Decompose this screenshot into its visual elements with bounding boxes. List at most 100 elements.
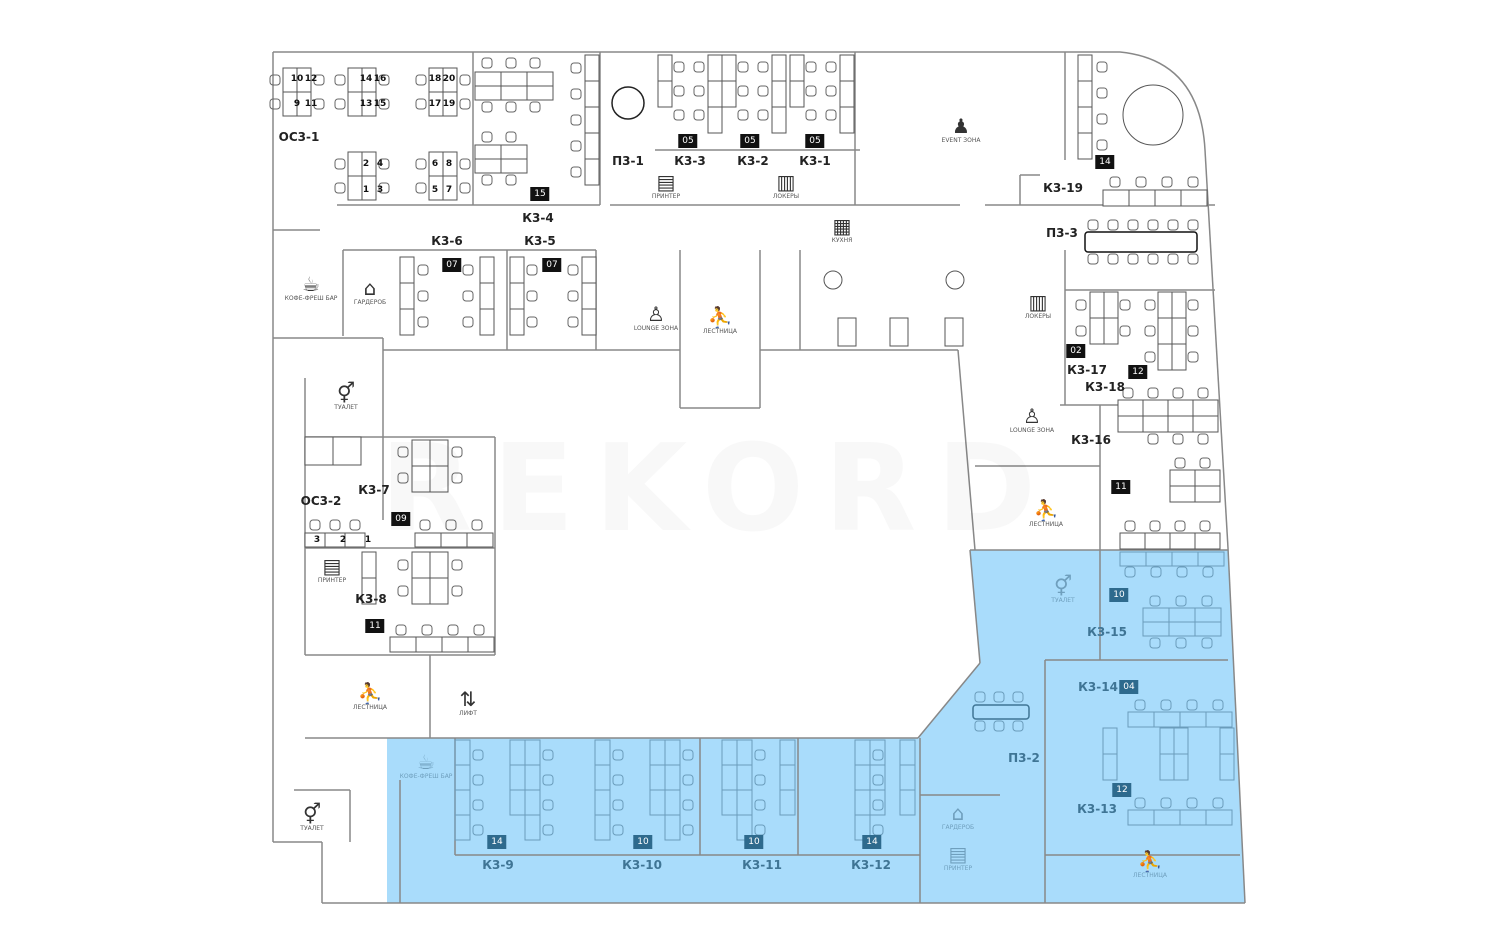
desk: [869, 789, 886, 816]
wall: [1204, 149, 1229, 549]
chair: [682, 824, 694, 836]
chair: [872, 749, 884, 761]
room-label[interactable]: К3-3: [674, 154, 706, 168]
chair: [737, 61, 749, 73]
desk: [584, 54, 600, 82]
seat-number[interactable]: 3: [313, 535, 321, 545]
chair: [754, 749, 766, 761]
seat-number[interactable]: 2: [362, 159, 370, 169]
seat-count-badge: 10: [744, 835, 764, 849]
desk: [479, 282, 495, 310]
seat-number[interactable]: 9: [293, 99, 301, 109]
seat-number[interactable]: 20: [442, 74, 456, 84]
room-label[interactable]: К3-19: [1043, 181, 1083, 195]
toilet-icon: ⚥: [1053, 574, 1073, 598]
chair: [526, 264, 538, 276]
seat-number[interactable]: 2: [339, 535, 347, 545]
chair: [1172, 387, 1184, 399]
chair: [805, 61, 817, 73]
chair: [737, 109, 749, 121]
desk: [1102, 189, 1130, 207]
desk: [1089, 317, 1105, 345]
cafe-table: [823, 270, 843, 290]
room-label[interactable]: П3-3: [1046, 226, 1078, 240]
room-label[interactable]: К3-8: [355, 592, 387, 606]
seat-count-badge: 05: [678, 134, 698, 148]
seat-number[interactable]: 12: [304, 74, 318, 84]
room-label[interactable]: К3-9: [482, 858, 514, 872]
seat-number[interactable]: 11: [304, 99, 318, 109]
room-label[interactable]: К3-14: [1078, 680, 1118, 694]
desk: [509, 256, 525, 284]
seat-count-badge: 14: [862, 835, 882, 849]
chair: [417, 316, 429, 328]
room-label[interactable]: К3-7: [358, 483, 390, 497]
seat-number[interactable]: 14: [359, 74, 373, 84]
room-label[interactable]: К3-12: [851, 858, 891, 872]
chair: [1147, 433, 1159, 445]
desk: [584, 106, 600, 134]
chair: [805, 109, 817, 121]
seat-number[interactable]: 4: [376, 159, 384, 169]
desk: [524, 814, 541, 841]
seat-number[interactable]: 1: [364, 535, 372, 545]
seat-number[interactable]: 6: [431, 159, 439, 169]
room-label[interactable]: К3-18: [1085, 380, 1125, 394]
room-label[interactable]: К3-17: [1067, 363, 1107, 377]
seat-number[interactable]: 16: [373, 74, 387, 84]
room-label[interactable]: ОС3-2: [300, 494, 342, 508]
seat-number[interactable]: 13: [359, 99, 373, 109]
room-label[interactable]: К3-6: [431, 234, 463, 248]
chair: [1119, 299, 1131, 311]
seat-count-badge: 10: [633, 835, 653, 849]
desk: [899, 789, 916, 816]
room-label[interactable]: К3-5: [524, 234, 556, 248]
chair: [1147, 219, 1159, 231]
room-label[interactable]: К3-10: [622, 858, 662, 872]
seat-number[interactable]: 8: [445, 159, 453, 169]
room-label[interactable]: П3-2: [1008, 751, 1040, 765]
desk: [584, 158, 600, 186]
facility-label: ЛИФТ: [459, 710, 477, 717]
desk: [657, 80, 673, 108]
desk: [1157, 317, 1173, 345]
chair: [1175, 595, 1187, 607]
room-label[interactable]: К3-1: [799, 154, 831, 168]
chair: [570, 62, 582, 74]
seat-number[interactable]: 10: [290, 74, 304, 84]
seat-number[interactable]: 18: [428, 74, 442, 84]
room-label[interactable]: П3-1: [612, 154, 644, 168]
room-label[interactable]: К3-16: [1071, 433, 1111, 447]
seat-number[interactable]: 17: [428, 99, 442, 109]
desk: [361, 577, 377, 605]
chair: [451, 585, 463, 597]
desk: [837, 317, 857, 347]
seat-number[interactable]: 3: [376, 185, 384, 195]
chair: [526, 316, 538, 328]
desk: [1192, 399, 1219, 417]
seat-number[interactable]: 15: [373, 99, 387, 109]
seat-number[interactable]: 5: [431, 185, 439, 195]
chair: [397, 559, 409, 571]
room-label[interactable]: К3-15: [1087, 625, 1127, 639]
chair: [1187, 351, 1199, 363]
chair: [754, 799, 766, 811]
chair: [459, 182, 471, 194]
chair: [693, 85, 705, 97]
seat-number[interactable]: 1: [362, 185, 370, 195]
seat-number[interactable]: 19: [442, 99, 456, 109]
chair: [1127, 219, 1139, 231]
seat-number[interactable]: 7: [445, 185, 453, 195]
chair: [445, 519, 457, 531]
desk: [1169, 485, 1196, 503]
chair: [1161, 176, 1173, 188]
room-label[interactable]: К3-2: [737, 154, 769, 168]
room-label[interactable]: К3-13: [1077, 802, 1117, 816]
facility-stairs: ⛹ЛЕСТНИЦА: [353, 682, 387, 712]
facility-label: LOUNGE ЗОНА: [633, 325, 679, 332]
desk: [1119, 532, 1146, 550]
room-label[interactable]: К3-11: [742, 858, 782, 872]
room-label[interactable]: ОС3-1: [278, 130, 320, 144]
room-label[interactable]: К3-4: [522, 211, 554, 225]
chair: [1150, 566, 1162, 578]
